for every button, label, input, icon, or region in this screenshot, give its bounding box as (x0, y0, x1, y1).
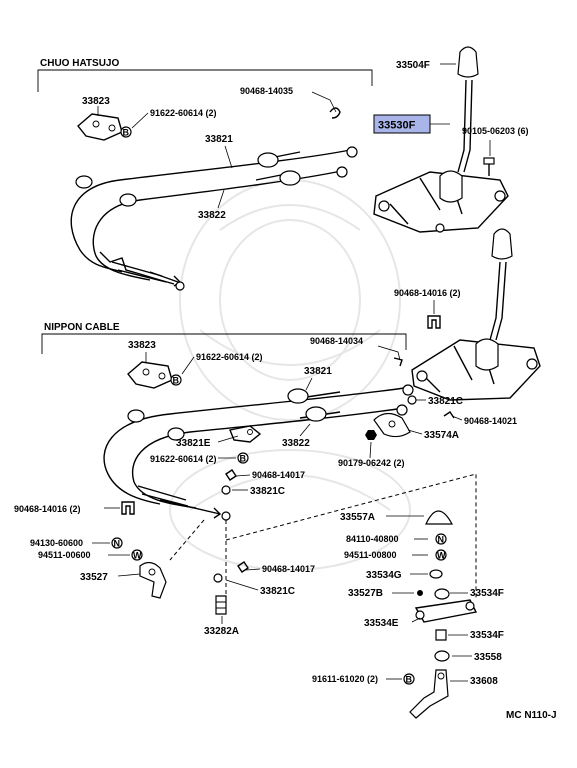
bracket-33821E (229, 425, 262, 443)
label-33821-top: 33821 (205, 134, 233, 145)
section-title-chuo-hatsujo: CHUO HATSUJO (40, 58, 119, 69)
label-33557A: 33557A (340, 512, 375, 523)
bolt-mark-b-top: B (120, 126, 132, 138)
washer-mark-w-lower-left: W (131, 549, 143, 561)
label-33823-middle: 33823 (128, 340, 156, 351)
svg-text:N: N (438, 535, 445, 545)
washer-33558 (434, 650, 450, 662)
bolt-mark-b-middle: B (170, 374, 182, 386)
svg-text:W: W (437, 551, 446, 561)
section-title-nippon-cable: NIPPON CABLE (44, 322, 120, 333)
label-90468-14016-top: 90468-14016 (2) (394, 288, 461, 298)
clip-90468-14016-lower (121, 501, 135, 515)
washer-mark-w-right: W (435, 549, 447, 561)
lever-33574A (373, 412, 411, 438)
label-90468-14034: 90468-14034 (310, 336, 363, 346)
ball-33527B (417, 590, 423, 596)
highlight-box-33530F: 33530F (373, 114, 431, 134)
clip-90468-14016-top (427, 315, 441, 329)
label-33534E: 33534E (364, 618, 399, 629)
shift-knob-lower (491, 228, 513, 260)
label-33821-middle: 33821 (304, 366, 332, 377)
bushing-33534F-lower (435, 629, 447, 641)
cable-assembly-middle (103, 384, 414, 521)
clip-90468-14017-upper (225, 469, 237, 481)
label-33822-top: 33822 (198, 210, 226, 221)
label-91622-lower: 91622-60614 (2) (150, 454, 217, 464)
lever-33608 (409, 669, 449, 719)
label-33821C-right: 33821C (428, 396, 463, 407)
section-bracket-middle (41, 333, 407, 354)
svg-text:B: B (240, 454, 247, 464)
boot-33557A (425, 510, 454, 525)
label-84110-40800: 84110-40800 (346, 534, 399, 544)
lever-33527 (139, 561, 167, 599)
label-33558: 33558 (474, 652, 502, 663)
label-90179-06242: 90179-06242 (2) (338, 458, 405, 468)
cable-assembly-top (70, 146, 358, 291)
label-90468-14035: 90468-14035 (240, 86, 293, 96)
label-33608: 33608 (470, 676, 498, 687)
clip-90468-14017-lower (237, 561, 249, 573)
label-33821C-middle: 33821C (250, 486, 285, 497)
label-94511-00600: 94511-00600 (38, 550, 91, 560)
label-91622-top: 91622-60614 (2) (150, 108, 217, 118)
nut-mark-n-right: N (435, 533, 447, 545)
svg-text:33530F: 33530F (378, 120, 416, 132)
bolt-90105 (483, 157, 495, 176)
bolt-mark-b-bottom: B (403, 673, 415, 685)
bolt-mark-b-lower: B (237, 452, 249, 464)
label-91622-middle: 91622-60614 (2) (196, 352, 263, 362)
bushing-33821C-lower (213, 573, 223, 583)
svg-text:W: W (133, 551, 142, 561)
bracket-33823-middle (127, 361, 173, 389)
shift-knob-33504F (457, 46, 479, 78)
nut-mark-n-lower-left: N (111, 537, 123, 549)
label-33822-middle: 33822 (282, 438, 310, 449)
label-33504F: 33504F (396, 60, 430, 71)
clip-90468-14034 (393, 357, 403, 367)
label-33534F-lower: 33534F (470, 630, 504, 641)
bushing-33821C-right (407, 395, 417, 405)
dashed-guide-left (169, 519, 227, 600)
clip-90468-14021 (443, 411, 455, 419)
washer-33534G (429, 569, 443, 579)
label-33534F-upper: 33534F (470, 588, 504, 599)
label-33534G: 33534G (366, 570, 402, 581)
label-33527: 33527 (80, 572, 108, 583)
label-33821C-lower: 33821C (260, 586, 295, 597)
label-90468-14017-lower: 90468-14017 (262, 564, 315, 574)
label-33574A: 33574A (424, 430, 459, 441)
lever-33534E (414, 599, 478, 623)
footer-diagram-code: MC N110-J (506, 710, 557, 721)
bracket-33823-top (77, 113, 123, 141)
label-33282A: 33282A (204, 626, 239, 637)
section-bracket-top (37, 69, 373, 92)
label-33823-top: 33823 (82, 96, 110, 107)
label-90468-14017-upper: 90468-14017 (252, 470, 305, 480)
label-90468-14021: 90468-14021 (464, 416, 517, 426)
shift-lever-housing-33530F (373, 79, 509, 233)
label-90468-14016-lower: 90468-14016 (2) (14, 504, 81, 514)
label-33527B: 33527B (348, 588, 383, 599)
dashed-guide-main (225, 473, 477, 600)
nut-90179 (365, 430, 377, 440)
bushing-33821C-middle (221, 485, 231, 495)
label-33821E: 33821E (176, 438, 211, 449)
label-90105-06203: 90105-06203 (6) (462, 126, 529, 136)
shift-lever-housing-lower (411, 261, 541, 401)
svg-text:B: B (123, 128, 130, 138)
svg-text:B: B (406, 675, 413, 685)
clip-90468-14035 (329, 107, 341, 119)
bushing-near-33534F (434, 588, 450, 600)
bushing-33282A (215, 595, 227, 615)
svg-text:B: B (173, 376, 180, 386)
label-94511-00800: 94511-00800 (344, 550, 397, 560)
svg-text:N: N (114, 539, 121, 549)
label-91611-61020: 91611-61020 (2) (312, 674, 378, 684)
label-94130-60600: 94130-60600 (30, 538, 83, 548)
